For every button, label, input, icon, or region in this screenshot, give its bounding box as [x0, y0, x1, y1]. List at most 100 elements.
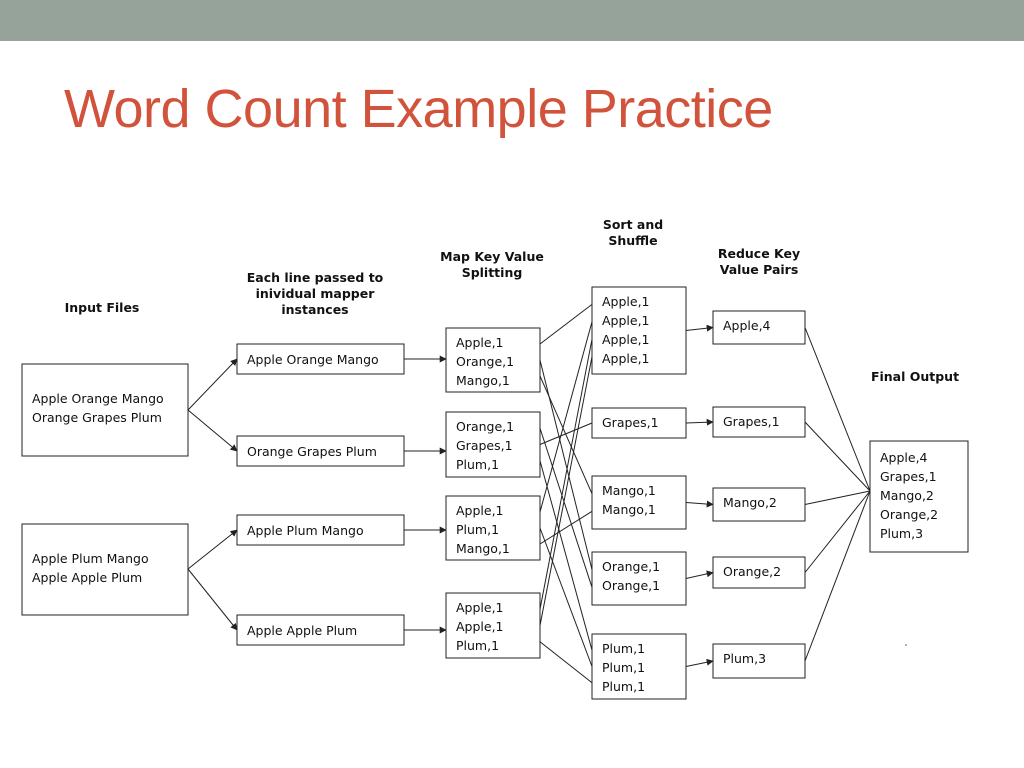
map-3-line-1: Apple,1	[456, 503, 504, 518]
reduce-4-box	[712, 556, 806, 589]
split-3-box	[236, 514, 405, 546]
line-map4-shuffle1-10	[539, 339, 593, 610]
shuffle-4-line-2: Orange,1	[602, 578, 660, 593]
line-map1-shuffle4-2	[539, 359, 593, 570]
reduce-1-box	[712, 310, 806, 345]
split-3-line-1: Apple Plum Mango	[247, 523, 364, 538]
split-3: Apple Plum Mango	[236, 514, 405, 546]
shuffle-4-box	[591, 551, 687, 606]
stage-split-label-line-1: Each line passed to	[247, 270, 384, 285]
line-map1-shuffle3-3	[539, 375, 593, 494]
map-3-line-2: Plum,1	[456, 522, 499, 537]
reduce-1: Apple,4	[712, 310, 806, 345]
stage-map-label-line-2: Splitting	[462, 265, 523, 280]
line-map4-shuffle5-12	[539, 641, 593, 684]
shuffle-4-line-1: Orange,1	[602, 559, 660, 574]
split-1: Apple Orange Mango	[236, 343, 405, 375]
map-1-line-1: Apple,1	[456, 335, 504, 350]
map-4-box	[445, 592, 541, 659]
stage-shuffle-label-line-2: Shuffle	[608, 233, 657, 248]
stage-reduce-label-line-2: Value Pairs	[720, 262, 799, 277]
arrow-shuffle2-reduce2	[685, 418, 714, 426]
shuffle-1-line-3: Apple,1	[602, 332, 650, 347]
input-file-2-box	[21, 523, 189, 616]
stage-reduce-label-line-1: Reduce Key	[718, 246, 800, 261]
line-reduce4-final	[804, 490, 871, 573]
reduce-4-line-1: Orange,2	[723, 564, 781, 579]
shuffle-3-line-1: Mango,1	[602, 483, 656, 498]
map-4-line-2: Apple,1	[456, 619, 504, 634]
shuffle-3-box	[591, 475, 687, 530]
arrow-input1-split2	[187, 409, 238, 452]
line-map3-shuffle3-9	[539, 510, 593, 545]
input-file-2-line-2: Apple Apple Plum	[32, 570, 142, 585]
stage-shuffle-label-line-1: Sort and	[603, 217, 663, 232]
arrow-shuffle4-reduce4	[685, 570, 714, 579]
shuffle-2-box	[591, 407, 687, 439]
reduce-3: Mango,2	[712, 487, 806, 522]
reduce-2-box	[712, 406, 806, 438]
map-1-line-3: Mango,1	[456, 373, 510, 388]
final-output-line-2: Grapes,1	[880, 469, 937, 484]
arrow-shuffle1-reduce1	[685, 324, 714, 332]
line-map3-shuffle1-7	[539, 321, 593, 513]
map-2-line-2: Grapes,1	[456, 438, 513, 453]
arrow-shuffle5-reduce5	[685, 658, 714, 667]
line-map2-shuffle4-4	[539, 428, 593, 588]
stage-output-label: Final Output	[871, 369, 959, 384]
shuffle-5-line-3: Plum,1	[602, 679, 645, 694]
map-4-line-1: Apple,1	[456, 600, 504, 615]
stage-split-label-line-3: instances	[281, 302, 348, 317]
shuffle-5-box	[591, 633, 687, 700]
split-4: Apple Apple Plum	[236, 614, 405, 646]
shuffle-5-line-2: Plum,1	[602, 660, 645, 675]
input-file-1-line-2: Orange Grapes Plum	[32, 410, 162, 425]
line-map1-shuffle1-1	[539, 304, 593, 345]
stray-dot	[905, 644, 907, 646]
shuffle-1-line-1: Apple,1	[602, 294, 650, 309]
arrow-input2-split3	[187, 529, 238, 570]
stage-input-label-line-1: Input Files	[65, 300, 140, 315]
final-output-line-4: Orange,2	[880, 507, 938, 522]
line-map3-shuffle5-8	[539, 527, 593, 667]
shuffle-1-box	[591, 286, 687, 375]
reduce-5-box	[712, 643, 806, 679]
line-reduce1-final	[804, 327, 871, 492]
stage-map-label-line-1: Map Key Value	[440, 249, 544, 264]
shuffle-3-line-2: Mango,1	[602, 502, 656, 517]
stage-output-label-line-1: Final Output	[871, 369, 959, 384]
split-4-line-1: Apple Apple Plum	[247, 623, 357, 638]
line-map2-shuffle2-5	[539, 422, 593, 445]
slide-title: Word Count Example Practice	[64, 79, 773, 139]
shuffle-5-line-1: Plum,1	[602, 641, 645, 656]
map-3-box	[445, 495, 541, 561]
line-map4-shuffle1-11	[539, 356, 593, 626]
map-2-box	[445, 411, 541, 478]
map-2-line-1: Orange,1	[456, 419, 514, 434]
reduce-1-line-1: Apple,4	[723, 318, 771, 333]
map-2-line-3: Plum,1	[456, 457, 499, 472]
reduce-3-box	[712, 487, 806, 522]
line-map2-shuffle5-6	[539, 460, 593, 651]
input-file-1-box	[21, 363, 189, 457]
final-output-line-5: Plum,3	[880, 526, 923, 541]
top-bar	[0, 0, 1024, 41]
input-file-1-line-1: Apple Orange Mango	[32, 391, 164, 406]
stage-input-label: Input Files	[65, 300, 140, 315]
final-output-line-3: Mango,2	[880, 488, 934, 503]
